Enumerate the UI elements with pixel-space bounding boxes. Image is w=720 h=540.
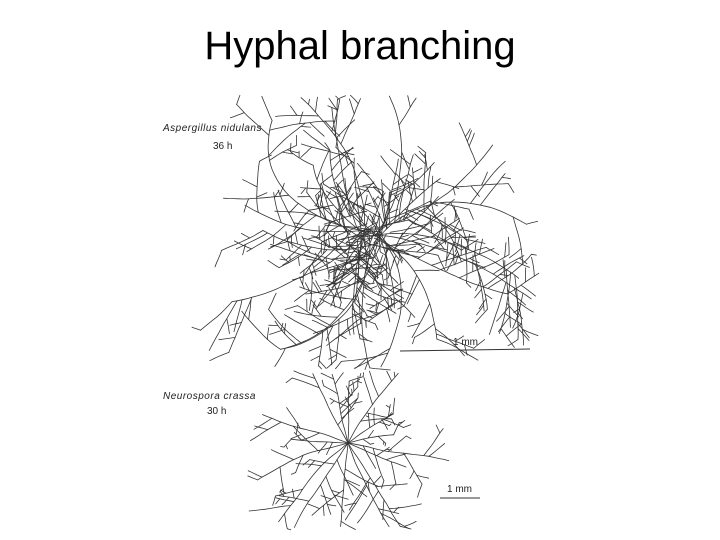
panel-b-species-label: Neurospora crassa [163, 391, 256, 402]
panel-a-species-label: Aspergillus nidulans [163, 123, 262, 134]
neurospora-colony [247, 370, 450, 531]
panel-a-scale-label: 1 mm [453, 337, 478, 348]
slide-title: Hyphal branching [204, 24, 516, 68]
panel-a-time-label: 36 h [213, 141, 233, 152]
aspergillus-colony [191, 95, 540, 371]
hyphal-branching-figure: Aspergillus nidulans 36 h 1 mm Neurospor… [155, 95, 545, 535]
hyphal-drawing [191, 95, 540, 531]
scale-bar-top [399, 348, 531, 352]
panel-b-scale-label: 1 mm [447, 484, 472, 495]
panel-b-time-label: 30 h [207, 406, 227, 417]
